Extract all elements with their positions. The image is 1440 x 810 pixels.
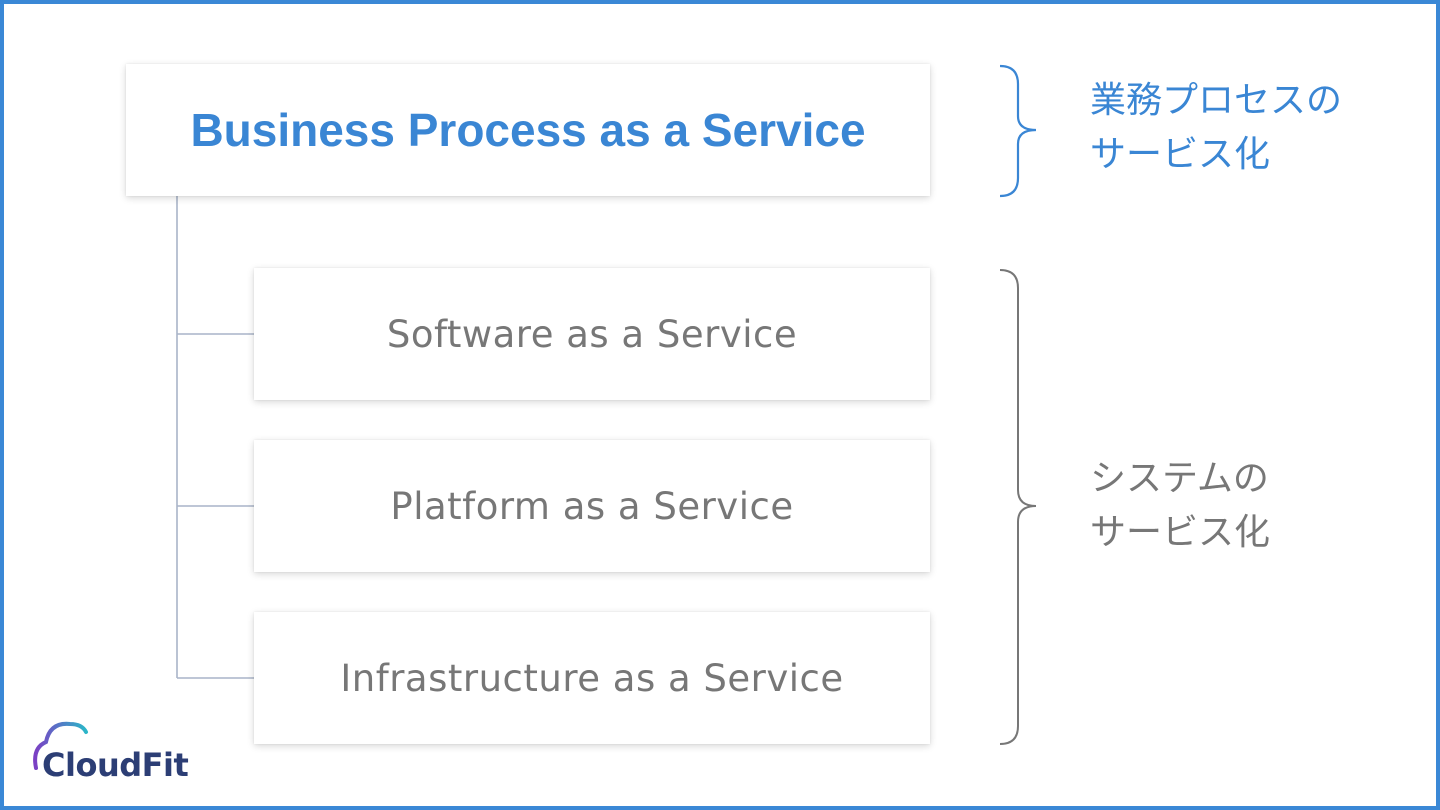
brace-bottom [999,269,1037,745]
layer-iaas-label: Infrastructure as a Service [340,656,844,700]
brace-bottom-label: システムの サービス化 [1090,452,1270,560]
layer-iaas-box: Infrastructure as a Service [254,612,930,744]
brace-bottom-label-line1: システムの [1090,458,1269,499]
brace-top [999,64,1037,198]
layer-paas-label: Platform as a Service [390,484,794,528]
brace-top-label-line1: 業務プロセスの [1090,80,1343,121]
layer-bpaas-box: Business Process as a Service [126,64,930,196]
layer-paas-box: Platform as a Service [254,440,930,572]
logo-text: CloudFit [42,746,189,784]
cloud-icon [33,721,88,770]
layer-bpaas-label: Business Process as a Service [190,104,866,156]
layer-saas-label: Software as a Service [386,312,798,356]
cloudfit-logo: CloudFit [28,712,198,792]
brace-top-label-line2: サービス化 [1090,134,1271,175]
brace-bottom-label-line2: サービス化 [1090,512,1271,553]
layer-saas-box: Software as a Service [254,268,930,400]
brace-top-label: 業務プロセスの サービス化 [1090,74,1342,182]
